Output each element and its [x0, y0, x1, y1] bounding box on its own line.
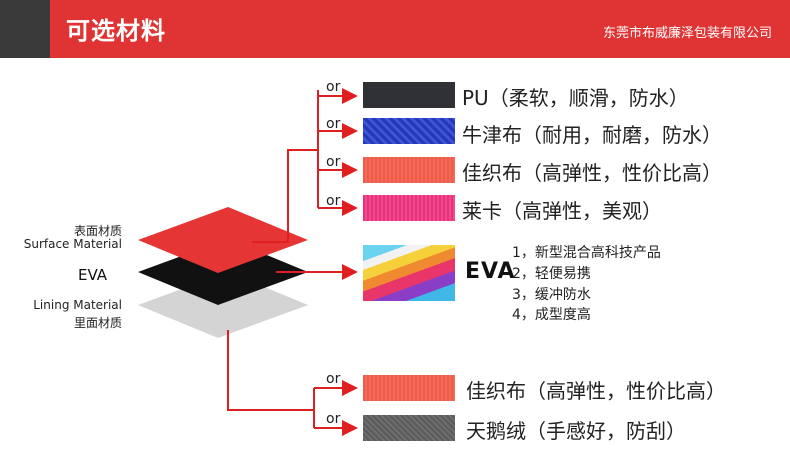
surface-option-polyester: 佳织布（高弹性，性价比高）	[462, 161, 722, 185]
surface-option-lycra: 莱卡（高弹性，美观）	[462, 199, 662, 223]
lycra-swatch	[363, 195, 455, 221]
lining-option-polyester: 佳织布（高弹性，性价比高）	[466, 379, 726, 403]
eva-feature-2: 2，轻便易携	[512, 266, 591, 282]
eva-feature-4: 4，成型度高	[512, 307, 591, 323]
eva-feature-3: 3，缓冲防水	[512, 287, 591, 303]
lining-material-cn-label: 里面材质	[73, 316, 122, 330]
lining-connector	[227, 330, 358, 436]
header-dark-block	[0, 0, 50, 58]
or-label: or	[326, 371, 341, 387]
surface-material-cn-label: 表面材质	[73, 224, 122, 238]
page-title: 可选材料	[66, 17, 166, 45]
header-bar: 可选材料 东莞市布威廉泽包装有限公司	[0, 0, 790, 58]
or-label: or	[326, 116, 341, 132]
eva-foam-image	[363, 245, 455, 301]
surface-layer-shape	[138, 207, 308, 273]
lining-layer-shape	[138, 272, 308, 338]
surface-option-oxford: 牛津布（耐用，耐磨，防水）	[462, 123, 722, 147]
lining-polyester-swatch	[363, 375, 455, 401]
lining-option-velvet: 天鹅绒（手感好，防刮）	[466, 419, 686, 443]
velvet-swatch	[363, 415, 455, 441]
lining-material-en-label: Lining Material	[33, 298, 122, 312]
or-label: or	[326, 193, 341, 209]
oxford-swatch	[363, 118, 455, 144]
header-red-band	[50, 0, 790, 58]
eva-feature-1: 1，新型混合高科技产品	[512, 245, 661, 261]
or-label: or	[326, 411, 341, 427]
or-label: or	[326, 79, 341, 95]
eva-layer-label: EVA	[78, 266, 108, 284]
pu-swatch	[363, 82, 455, 108]
or-label: or	[326, 154, 341, 170]
surface-material-en-label: Surface Material	[23, 237, 122, 251]
surface-option-pu: PU（柔软，顺滑，防水）	[462, 86, 689, 110]
company-name: 东莞市布威廉泽包装有限公司	[602, 26, 772, 41]
eva-panel-title: EVA	[465, 259, 516, 284]
polyester-swatch	[363, 157, 455, 183]
surface-connector	[252, 88, 358, 243]
